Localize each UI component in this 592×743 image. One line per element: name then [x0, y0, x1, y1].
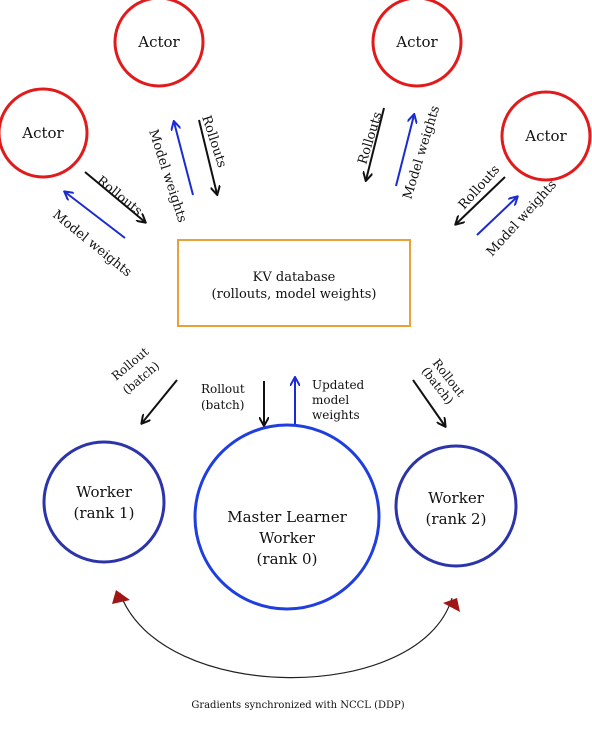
rollouts-arrow: [366, 107, 385, 180]
actor-label: Actor: [137, 33, 180, 51]
rollouts-arrow: [198, 119, 217, 194]
database-subtitle: (rollouts, model weights): [212, 287, 377, 302]
rollouts-label: Rollouts: [355, 110, 385, 166]
rollouts-label: Rollouts: [93, 173, 144, 219]
rollouts-arrow: [84, 171, 145, 222]
model-weights-arrow: [65, 192, 126, 239]
model-weights-label: Model weights: [145, 128, 189, 225]
worker-rank: (rank 1): [74, 504, 135, 522]
batch-label: (batch): [201, 398, 244, 412]
model-weights-label: Model weights: [49, 207, 134, 280]
actor-far-right: Actor: [500, 90, 592, 182]
model-weights-arrow: [476, 197, 517, 236]
kv-database-box: KV database (rollouts, model weights): [177, 239, 411, 327]
model-weights-label: Model weights: [400, 104, 443, 201]
worker-rank2: Worker (rank 2): [394, 444, 518, 568]
gradient-sync-curve: [119, 592, 453, 679]
rollouts-label: Rollouts: [456, 162, 503, 212]
rollout-label: Rollout: [201, 382, 245, 396]
actor-label: Actor: [21, 124, 64, 142]
worker-title: Worker: [76, 483, 133, 501]
master-title: Master Learner: [227, 508, 347, 526]
actor-top-right: Actor: [371, 0, 463, 88]
worker-rank: (rank 2): [426, 510, 487, 528]
master-learner-worker: Master Learner Worker (rank 0): [193, 423, 381, 611]
actor-top-left: Actor: [113, 0, 205, 88]
actor-label: Actor: [395, 33, 438, 51]
rollouts-arrow: [456, 176, 506, 224]
sync-arrowhead-left: [112, 590, 130, 604]
actor-far-left: Actor: [0, 87, 89, 179]
master-subtitle: Worker: [259, 529, 316, 547]
rollout-batch-arrow: [142, 379, 178, 423]
rollout-batch-arrow: [412, 379, 445, 426]
worker-title: Worker: [428, 489, 485, 507]
master-rank: (rank 0): [257, 550, 318, 568]
worker-rank1: Worker (rank 1): [42, 440, 166, 564]
sync-label: Gradients synchronized with NCCL (DDP): [191, 700, 404, 711]
rollouts-label: Rollouts: [198, 114, 229, 170]
updated-label-3: weights: [312, 408, 360, 422]
updated-label-1: Updated: [312, 378, 365, 392]
model-weights-arrow: [174, 122, 194, 196]
model-weights-arrow: [395, 115, 414, 187]
sync-arrowhead-right: [443, 598, 460, 612]
database-title: KV database: [253, 270, 336, 285]
updated-label-2: model: [312, 393, 349, 407]
actor-label: Actor: [524, 127, 567, 145]
